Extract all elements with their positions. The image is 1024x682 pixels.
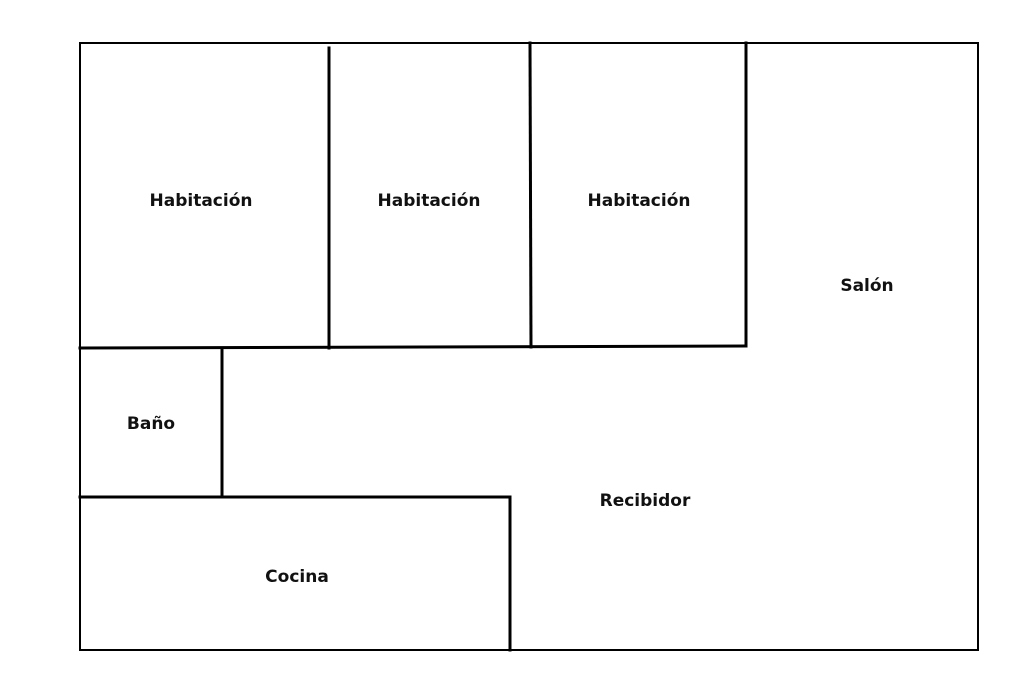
room-label-bedroom-3: Habitación [588,191,691,211]
wall-bedrooms-bottom [78,344,748,350]
wall-bedroom2-bedroom3 [528,41,533,349]
room-label-living-room: Salón [840,276,893,296]
room-label-bedroom-2: Habitación [378,191,481,211]
room-label-bathroom: Baño [127,414,175,434]
room-label-kitchen: Cocina [265,567,329,587]
room-label-bedroom-1: Habitación [150,191,253,211]
room-label-hall: Recibidor [600,491,691,511]
